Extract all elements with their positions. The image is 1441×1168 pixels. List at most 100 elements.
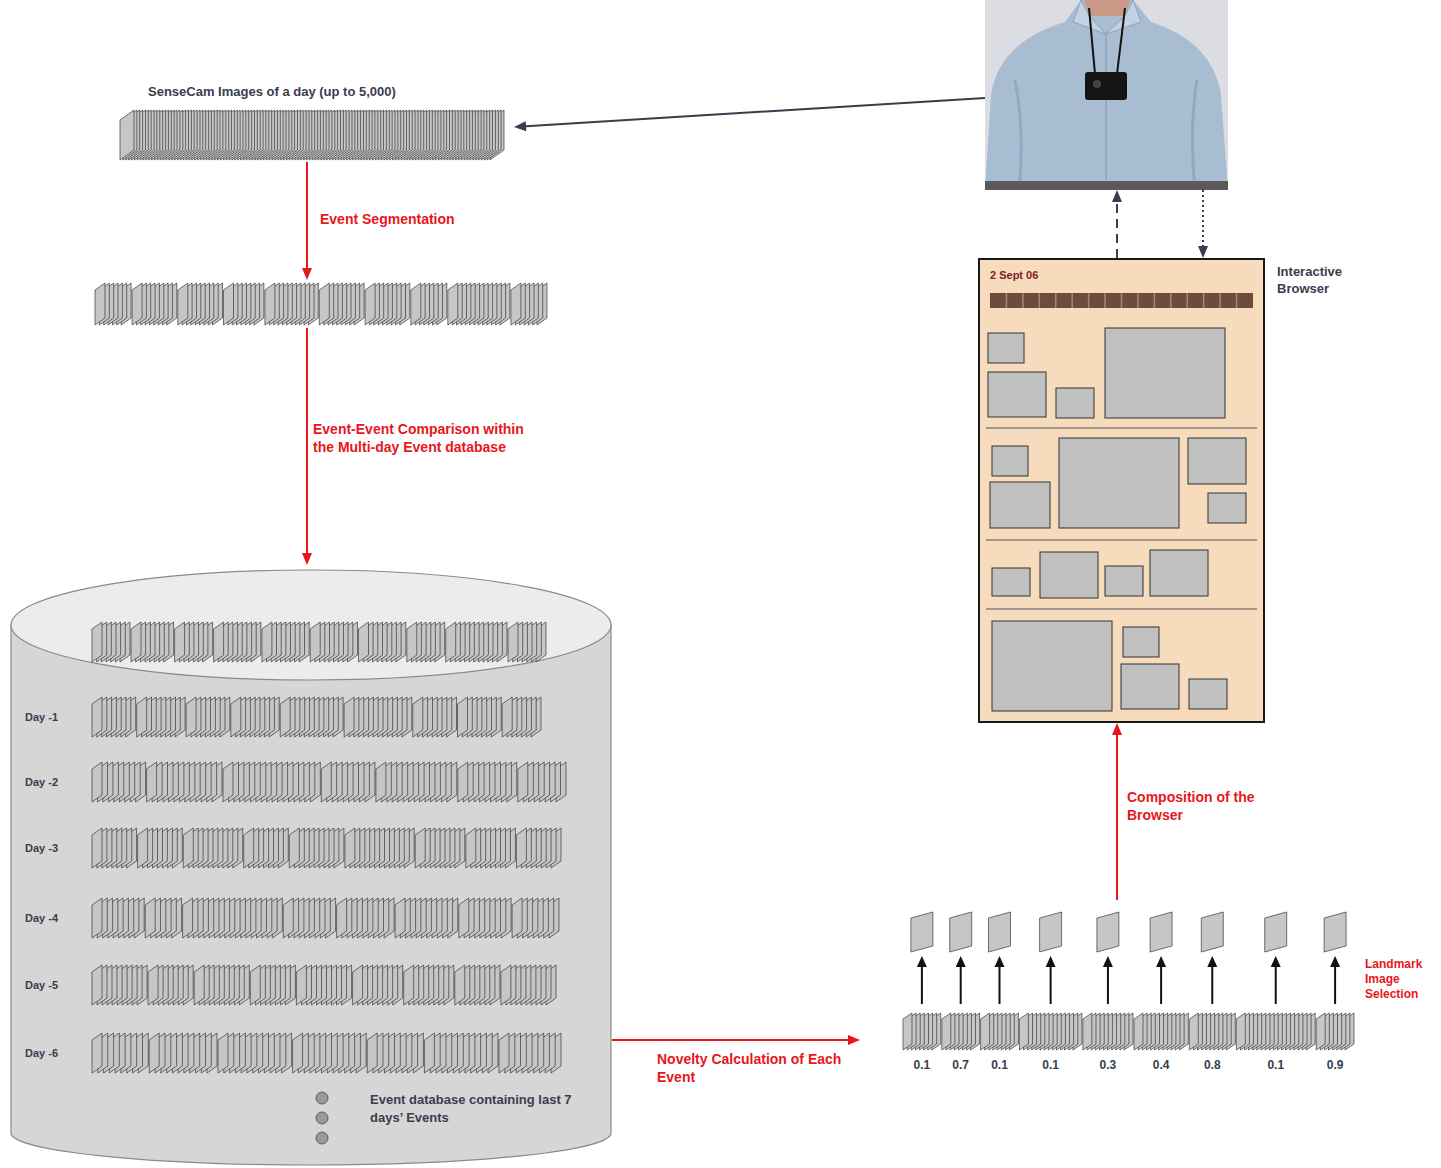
connector <box>514 98 985 131</box>
event-stack <box>289 828 344 868</box>
illustration <box>10 565 612 1168</box>
image-card <box>183 828 193 868</box>
arrow-head <box>1198 246 1208 258</box>
image-card <box>365 283 375 325</box>
cylinder-top <box>11 570 611 680</box>
image-card <box>175 622 185 662</box>
event-stack <box>186 697 230 737</box>
step-label: Event-Event Comparison within the Multi-… <box>313 420 538 456</box>
image-card <box>413 697 423 737</box>
image-card <box>145 898 155 938</box>
image-card <box>359 622 369 662</box>
image-card <box>120 110 134 160</box>
image-card <box>501 965 511 1005</box>
image-card <box>981 1013 990 1050</box>
connector-line <box>1202 190 1204 246</box>
event-stack <box>92 1033 148 1073</box>
event-stack <box>458 762 517 802</box>
event-stack <box>466 828 516 868</box>
belt <box>985 181 1228 190</box>
novelty-score: 0.9 <box>1327 1058 1344 1074</box>
image-card <box>911 912 933 952</box>
event-stack <box>1134 1013 1188 1050</box>
event-stack <box>365 283 410 325</box>
arrow-head <box>302 553 312 565</box>
thumbnail <box>1189 679 1227 709</box>
image-card <box>293 1033 303 1073</box>
image-card <box>319 283 329 325</box>
event-stack <box>310 622 357 662</box>
selection-arrow <box>1211 966 1213 1004</box>
event-stack <box>149 1033 217 1073</box>
image-card <box>186 697 196 737</box>
image-card <box>265 283 275 325</box>
image-card <box>92 622 102 662</box>
thumbnail <box>1123 627 1159 657</box>
selection-arrow <box>1107 966 1109 1004</box>
arrow-head <box>848 1035 860 1045</box>
timeline-tick <box>1104 293 1106 308</box>
timeline-tick <box>1055 293 1057 308</box>
timeline-tick <box>1154 293 1156 308</box>
image-card <box>345 828 355 868</box>
image-card <box>138 828 148 868</box>
event-stack <box>145 898 181 938</box>
image-card <box>950 912 972 952</box>
event-stack <box>132 283 177 325</box>
shirt <box>985 0 1228 190</box>
event-stack <box>1316 1013 1354 1050</box>
image-card <box>244 828 254 868</box>
image-card <box>1083 1013 1092 1050</box>
step-label: Composition of the Browser <box>1127 788 1302 824</box>
selection-arrow-head <box>1330 956 1340 967</box>
timeline-tick <box>1137 293 1139 308</box>
lanyard <box>1089 8 1095 74</box>
image-card <box>283 898 293 938</box>
section-divider <box>986 608 1257 609</box>
event-stack <box>296 965 351 1005</box>
image-card <box>289 828 299 868</box>
timeline-tick <box>1088 293 1090 308</box>
event-stack <box>194 965 249 1005</box>
selection-arrow-head <box>956 956 966 967</box>
step-label: Landmark Image Selection <box>1365 957 1435 1002</box>
image-card <box>250 965 260 1005</box>
illustration <box>980 260 1263 721</box>
image-card <box>518 762 528 802</box>
image-card <box>458 697 468 737</box>
image-card <box>214 622 224 662</box>
event-stack <box>147 762 222 802</box>
continuation-dot <box>316 1112 328 1124</box>
timeline-tick <box>1203 293 1205 308</box>
event-stack <box>175 622 213 662</box>
connector <box>302 328 312 565</box>
event-stack <box>92 762 146 802</box>
event-stack <box>319 283 364 325</box>
browser-heading: Interactive Browser <box>1277 264 1377 298</box>
novelty-score: 0.1 <box>991 1058 1008 1074</box>
event-stack <box>512 898 559 938</box>
event-stack <box>337 898 395 938</box>
image-card <box>1201 912 1223 952</box>
image-stack: SenseCam Images of a day (up to 5,000) <box>118 82 514 162</box>
novelty-score: 0.8 <box>1204 1058 1221 1074</box>
connector-line <box>1116 735 1118 900</box>
image-card <box>92 762 102 802</box>
event-stack <box>148 965 193 1005</box>
event-stack <box>1236 1013 1315 1050</box>
connector-line <box>1116 202 1118 258</box>
novelty-score: 0.1 <box>1267 1058 1284 1074</box>
thumbnail <box>1059 438 1179 528</box>
event-stack <box>981 1013 1019 1050</box>
event-stack <box>218 1033 292 1073</box>
illustration <box>92 280 552 328</box>
day-label: Day -5 <box>25 978 58 992</box>
image-card <box>395 898 405 938</box>
image-card <box>404 965 414 1005</box>
selection-arrow-head <box>995 956 1005 967</box>
event-stack <box>942 1013 980 1050</box>
thumbnail <box>1150 550 1208 596</box>
image-card <box>448 283 458 325</box>
database-caption: Event database containing last 7 days’ E… <box>370 1091 595 1126</box>
